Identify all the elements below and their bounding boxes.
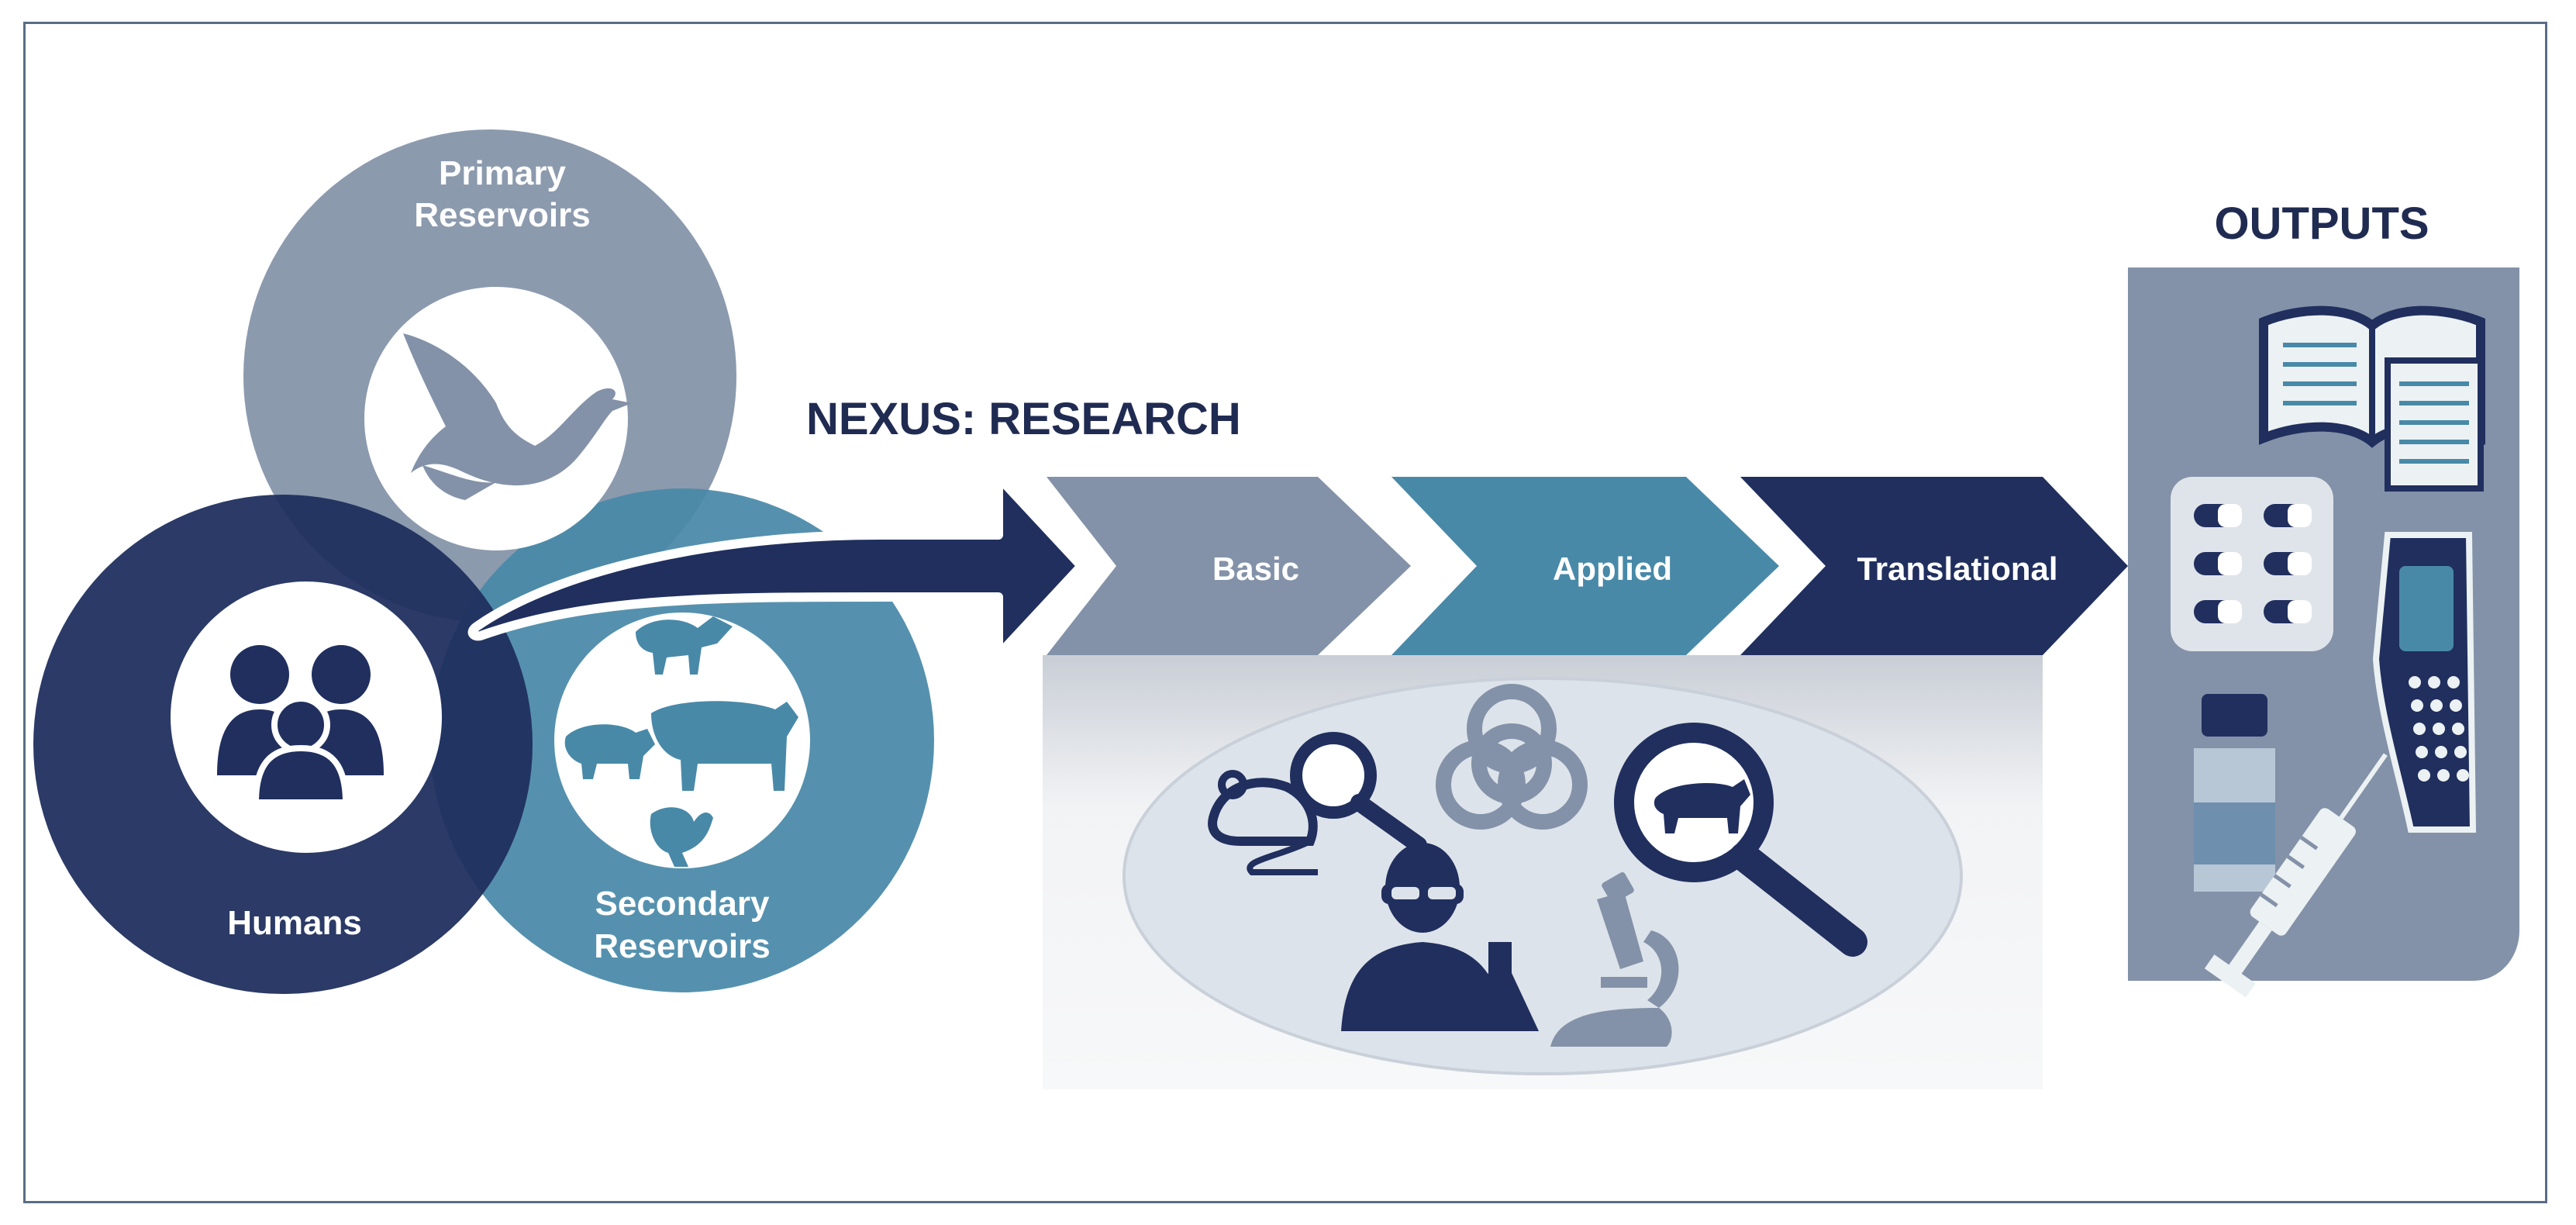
stage-translational — [1740, 477, 2128, 655]
research-stages: Basic Applied Translational — [1047, 477, 2128, 655]
biohazard-icon — [1436, 684, 1588, 830]
primary-reservoirs-label-line1: Primary — [439, 154, 566, 192]
stage-applied — [1391, 477, 1779, 655]
pills-icon — [2171, 477, 2333, 651]
lab-mouse-magnifier-icon — [1208, 732, 1427, 875]
outputs-title: OUTPUTS — [2214, 198, 2429, 249]
people-icon — [217, 645, 384, 806]
vial-icon — [2194, 694, 2275, 892]
venn-diagram: Primary Reservoirs Humans Secondary Rese… — [33, 129, 934, 994]
stage-applied-label: Applied — [1553, 550, 1672, 587]
stage-basic-label: Basic — [1212, 550, 1299, 587]
duck-icon — [403, 333, 632, 500]
stage-translational-label: Translational — [1857, 550, 2057, 587]
stage-basic — [1047, 477, 1411, 655]
document-icon — [2385, 357, 2484, 492]
primary-reservoirs-label-line2: Reservoirs — [414, 196, 590, 234]
secondary-reservoirs-label-line2: Reservoirs — [594, 927, 770, 965]
humans-label: Humans — [227, 904, 362, 942]
microscope-icon — [1550, 871, 1679, 1047]
curved-arrow — [467, 472, 1086, 660]
syringe-icon — [2204, 753, 2388, 998]
scientist-icon — [1341, 843, 1539, 1031]
figure-frame — [23, 22, 2547, 1203]
cow-magnifier-icon — [1614, 723, 1867, 957]
nexus-title: NEXUS: RESEARCH — [806, 394, 1241, 444]
secondary-reservoirs-label-line1: Secondary — [595, 885, 771, 923]
livestock-icon — [564, 616, 798, 867]
handheld-device-icon — [2372, 532, 2477, 833]
